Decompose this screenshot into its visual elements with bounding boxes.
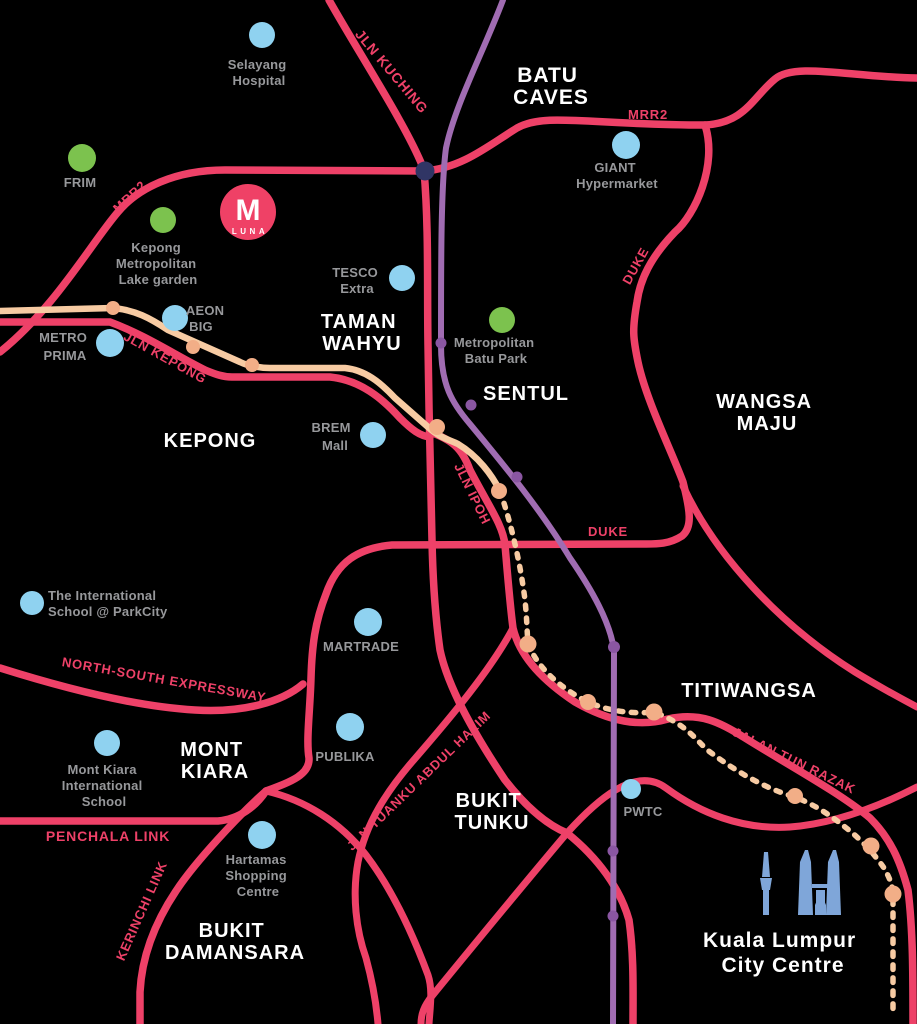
poi-label-mont-kiara-international-school: Mont Kiara International School — [62, 762, 146, 809]
district-sentul: SENTUL — [483, 383, 569, 405]
lrt-purple-line — [437, 0, 618, 1024]
poi-label-hartamas-shopping-centre: Hartamas Shopping Centre — [225, 852, 290, 899]
poi-label-international-school-parkcity: The International School @ ParkCity — [48, 588, 168, 619]
m-luna-name: LUNA — [232, 227, 268, 236]
poi-dot-publika — [336, 713, 364, 741]
poi-labels: Selayang Hospital FRIM Kepong Metropolit… — [39, 57, 663, 899]
poi-label-tesco-extra: TESCO Extra — [332, 265, 382, 296]
road-label-penchala-link: PENCHALA LINK — [46, 828, 170, 844]
poi-dot-pwtc — [621, 779, 641, 799]
ktm-line-solid — [0, 304, 504, 495]
ktm-station — [519, 635, 537, 653]
poi-dot-giant-hypermarket — [612, 131, 640, 159]
lrt-station — [435, 337, 447, 349]
road-duke — [262, 121, 713, 795]
road-kerinchi-link — [136, 787, 270, 1024]
road-akleh — [679, 482, 917, 711]
poi-dot-selayang-hospital — [249, 22, 275, 48]
road-label-duke-central: DUKE — [588, 524, 628, 539]
road-north-south-expressway — [0, 664, 307, 715]
ktm-station — [491, 483, 507, 499]
road-penchala-link — [0, 787, 270, 825]
ktm-station — [645, 703, 663, 721]
ktm-station — [787, 788, 803, 804]
petronas-twin-towers-icon — [798, 850, 841, 915]
poi-label-brem-mall: BREM Mall — [312, 420, 355, 453]
interchange-dot — [415, 161, 435, 181]
poi-label-pwtc: PWTC — [623, 804, 662, 819]
ktm-station — [862, 837, 880, 855]
rail-network — [0, 0, 896, 1024]
road-hartamas — [262, 787, 435, 1024]
poi-label-metropolitan-batu-park: Metropolitan Batu Park — [454, 335, 538, 366]
district-mont-kiara: MONT KIARA — [180, 739, 249, 783]
lrt-station — [465, 399, 477, 411]
district-bukit-tunku: BUKIT TUNKU — [455, 790, 530, 834]
poi-label-selayang-hospital: Selayang Hospital — [228, 57, 291, 88]
poi-dot-kepong-lake-garden — [150, 207, 176, 233]
m-luna-initial: M — [236, 194, 261, 227]
poi-dot-metropolitan-batu-park — [489, 307, 515, 333]
poi-dot-martrade — [354, 608, 382, 636]
poi-dot-mont-kiara-international-school — [94, 730, 120, 756]
poi-label-publika: PUBLIKA — [315, 749, 375, 764]
poi-dots — [20, 22, 641, 849]
lrt-station — [511, 471, 523, 483]
road-jln-ipoh-jalan-tun-razak — [426, 428, 917, 1024]
ktm-station — [245, 358, 259, 372]
kl-tower-icon — [760, 852, 772, 915]
poi-label-metro-prima: METRO PRIMA — [39, 330, 91, 363]
lrt-station — [608, 641, 620, 653]
stations — [106, 161, 902, 922]
ktm-station — [186, 340, 200, 354]
poi-dot-brem-mall — [360, 422, 386, 448]
poi-dot-international-school-parkcity — [20, 591, 44, 615]
m-luna-logo-circle — [220, 184, 276, 240]
road-mrr2-northeast — [421, 67, 917, 175]
poi-label-giant-hypermarket: GIANT Hypermarket — [576, 160, 658, 191]
poi-dot-frim — [68, 144, 96, 172]
road-label-mrr2-north: MRR2 — [628, 107, 668, 122]
district-kepong: KEPONG — [164, 430, 257, 452]
lrt-station — [607, 845, 619, 857]
district-wangsa-maju: WANGSA MAJU — [716, 391, 818, 435]
poi-label-martrade: MARTRADE — [323, 639, 399, 654]
district-batu-caves: BATU CAVES — [513, 64, 589, 109]
road-label-jalan-tun-razak: JALAN TUN RAZAK — [730, 724, 858, 797]
ktm-station — [429, 419, 445, 435]
ktm-station — [884, 885, 902, 903]
district-bukit-damansara: BUKIT DAMANSARA — [165, 920, 305, 964]
poi-dot-metro-prima — [96, 329, 124, 357]
road-jln-tuanku-abdul-halim — [351, 624, 517, 1024]
poi-label-frim: FRIM — [64, 175, 97, 190]
poi-label-kepong-lake-garden: Kepong Metropolitan Lake garden — [116, 240, 200, 287]
poi-label-aeon-big: AEON BIG — [186, 303, 228, 334]
district-taman-wahyu: TAMAN WAHYU — [321, 311, 403, 355]
road-jln-kepong — [0, 318, 434, 441]
road-bukit-tunku-cross — [417, 777, 917, 1024]
road-jln-kuching-south — [325, 0, 637, 1024]
district-labels: BATU CAVES TAMAN WAHYU KEPONG SENTUL WAN… — [164, 64, 863, 977]
poi-dot-tesco-extra — [389, 265, 415, 291]
poi-dot-hartamas-shopping-centre — [248, 821, 276, 849]
district-klcc: Kuala Lumpur City Centre — [703, 929, 863, 977]
m-luna-logo: M LUNA — [220, 184, 276, 240]
road-label-jln-kepong: JLN KEPONG — [121, 329, 209, 387]
district-titiwangsa: TITIWANGSA — [681, 680, 817, 702]
ktm-station — [580, 694, 596, 710]
road-label-mrr2-west: MRR2 — [110, 177, 150, 215]
ktm-station — [106, 301, 120, 315]
klcc-landmark-icons — [760, 850, 841, 915]
lrt-station — [607, 910, 619, 922]
poi-dot-aeon-big — [162, 305, 188, 331]
